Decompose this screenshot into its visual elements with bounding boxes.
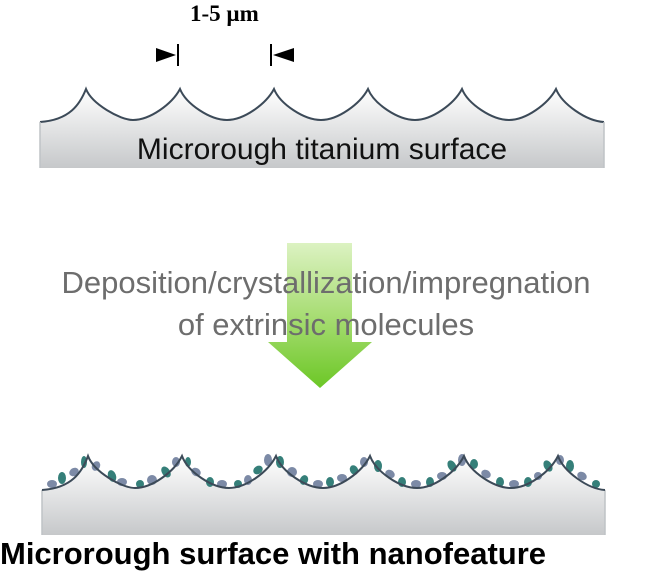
right-pointing-arrowhead-icon bbox=[156, 48, 176, 62]
nanofeature-particles bbox=[47, 454, 600, 488]
process-label-line1: Deposition/crystallization/impregnation bbox=[61, 265, 591, 300]
microrough-surface-top bbox=[39, 86, 605, 168]
top-surface-label: Microrough titanium surface bbox=[136, 133, 508, 166]
scale-bar-label: 1-5 µm bbox=[190, 1, 259, 26]
left-pointing-arrowhead-icon bbox=[273, 48, 294, 62]
microrough-surface-bottom bbox=[41, 453, 606, 535]
scale-bar bbox=[156, 44, 294, 66]
bottom-surface-label: Microrough surface with nanofeature bbox=[0, 536, 547, 571]
process-label-line2: of extrinsic molecules bbox=[177, 307, 475, 342]
process-arrow bbox=[268, 243, 372, 388]
